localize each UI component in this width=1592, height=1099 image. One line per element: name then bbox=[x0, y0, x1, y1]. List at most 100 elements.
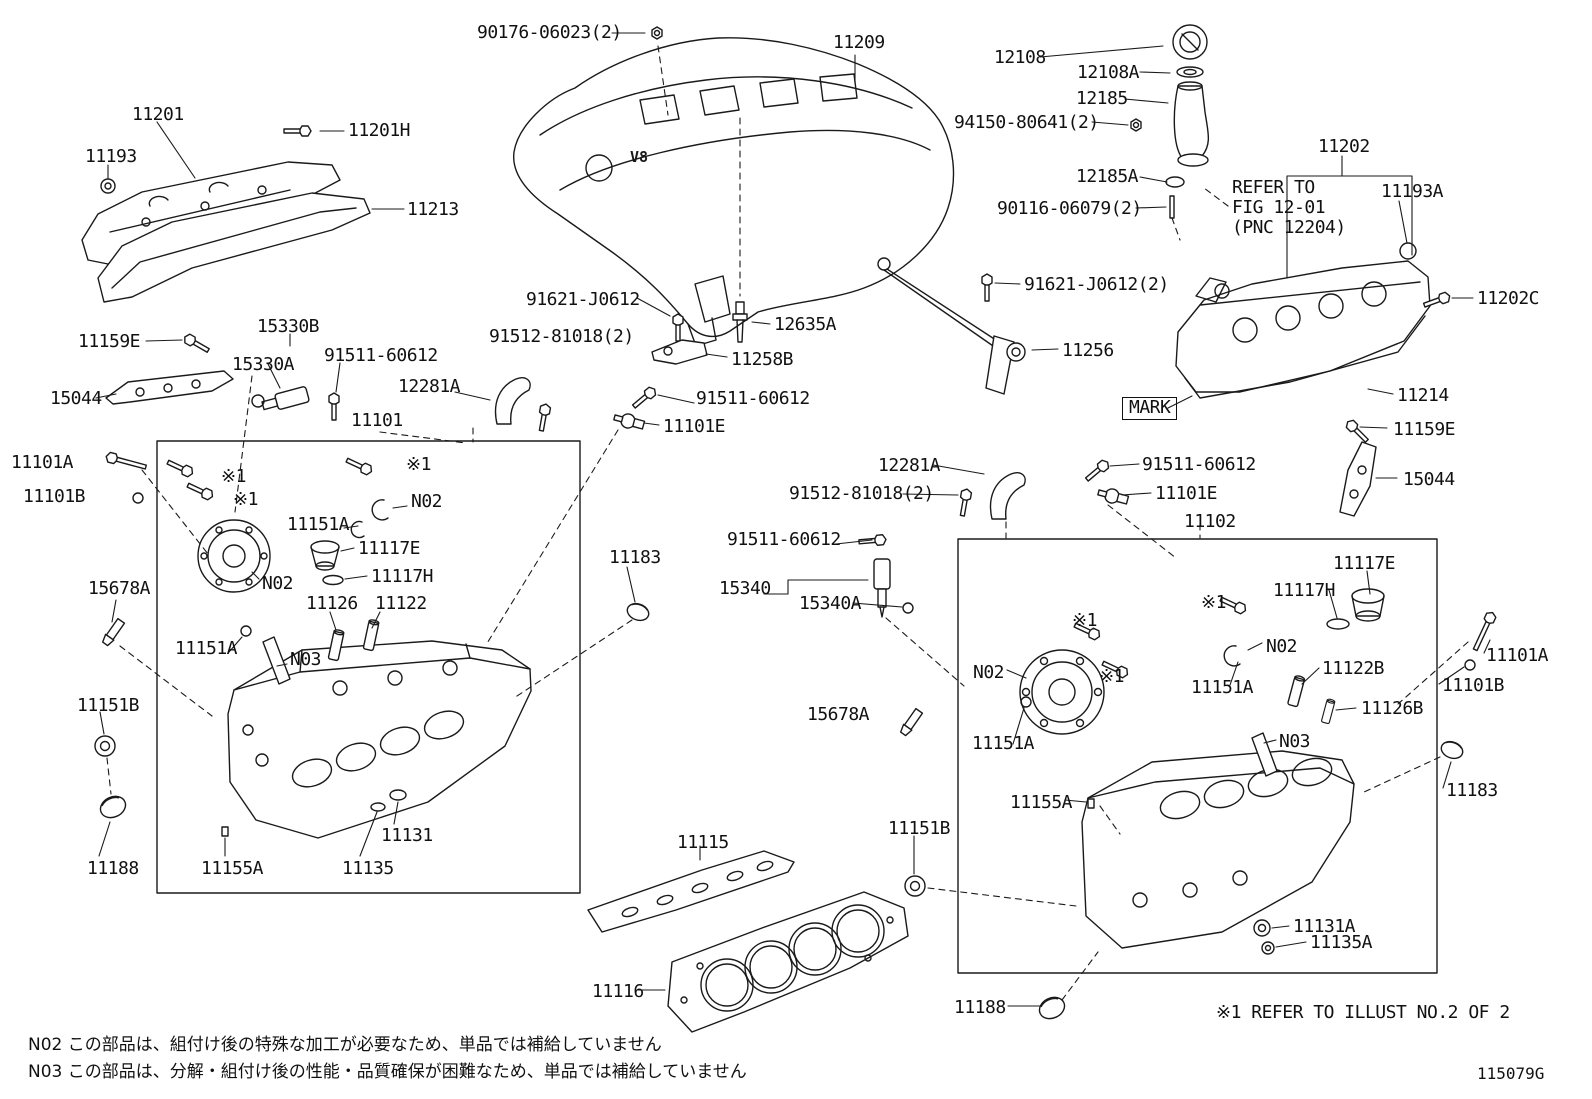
part-label-11193: 11193 bbox=[85, 146, 137, 167]
sensor-15678a-left-drawing bbox=[101, 617, 126, 647]
part-label-11135a: 11135A bbox=[1310, 932, 1373, 953]
part-label-11117h: 11117H bbox=[371, 566, 434, 587]
part-label-refer-to-fig-12-01-pnc-12204: REFER TO FIG 12-01 (PNC 12204) bbox=[1232, 177, 1346, 239]
bolt-91511-left bbox=[629, 384, 659, 412]
bolt-star1-left-a bbox=[165, 456, 196, 479]
part-label-11117e: 11117E bbox=[358, 538, 421, 559]
bolt-91511-right bbox=[1082, 457, 1112, 485]
part-label-11188: 11188 bbox=[954, 997, 1006, 1018]
cam-timing-valve-15330-drawing bbox=[251, 386, 310, 411]
part-label-11213: 11213 bbox=[407, 199, 459, 220]
part-label-15678a: 15678A bbox=[807, 704, 870, 725]
sensor-15678a-right-drawing bbox=[899, 707, 924, 737]
bolt-91512-right bbox=[956, 487, 973, 518]
part-label-91511-60612: 91511-60612 bbox=[727, 529, 841, 550]
bolt-11201h bbox=[283, 125, 312, 137]
part-label-94150-80641-2: 94150-80641(2) bbox=[954, 112, 1099, 133]
valve-cover-right-drawing bbox=[1175, 242, 1431, 399]
part-label-mark: MARK bbox=[1122, 397, 1178, 421]
part-label-11101: 11101 bbox=[351, 410, 403, 431]
part-label-91512-81018-2: 91512-81018(2) bbox=[789, 483, 934, 504]
bolt-11159e-right bbox=[1343, 417, 1372, 446]
seat-11131a-drawing bbox=[1253, 919, 1271, 937]
nut-90176 bbox=[651, 26, 663, 40]
plug-11188-left-drawing bbox=[99, 795, 127, 819]
part-label-11188: 11188 bbox=[87, 858, 139, 879]
part-label-11117e: 11117E bbox=[1333, 553, 1396, 574]
cam-housing-n02-left-drawing bbox=[197, 519, 271, 593]
engine-cover-drawing: V8 bbox=[513, 37, 955, 347]
part-label-11183: 11183 bbox=[609, 547, 661, 568]
part-label-15330a: 15330A bbox=[232, 354, 295, 375]
part-label-91621-j0612: 91621-J0612 bbox=[526, 289, 640, 310]
part-label-11258b: 11258B bbox=[731, 349, 794, 370]
valve-guide-11122b bbox=[1286, 674, 1306, 708]
part-label-1: ※1 bbox=[1099, 666, 1124, 687]
part-label-11155a: 11155A bbox=[201, 858, 264, 879]
clamp-n02-right bbox=[1223, 645, 1241, 667]
part-label-12281a: 12281A bbox=[398, 376, 461, 397]
part-label-11256: 11256 bbox=[1062, 340, 1114, 361]
illust-footnote: ※1 REFER TO ILLUST NO.2 OF 2 bbox=[1216, 1002, 1510, 1023]
cylinder-head-left-drawing bbox=[227, 640, 532, 839]
valve-cover-gasket-left-drawing bbox=[97, 192, 371, 303]
part-label-11151a: 11151A bbox=[1191, 677, 1254, 698]
clamp-n02-left bbox=[371, 499, 389, 521]
part-label-15044: 15044 bbox=[50, 388, 102, 409]
part-label-15044: 15044 bbox=[1403, 469, 1455, 490]
bolt-11159e-left bbox=[181, 331, 212, 356]
part-label-11159e: 11159E bbox=[78, 331, 141, 352]
pin-11155a-left bbox=[221, 826, 229, 837]
part-label-15340: 15340 bbox=[719, 578, 771, 599]
part-label-11126: 11126 bbox=[306, 593, 358, 614]
part-label-n02: N02 bbox=[262, 573, 294, 594]
bolt-11101a-left bbox=[104, 450, 148, 473]
part-label-91511-60612: 91511-60612 bbox=[324, 345, 438, 366]
part-label-11101a: 11101A bbox=[1486, 645, 1549, 666]
part-label-1: ※1 bbox=[1201, 592, 1226, 613]
part-label-11159e: 11159E bbox=[1393, 419, 1456, 440]
part-label-90116-06079-2: 90116-06079(2) bbox=[997, 198, 1142, 219]
cam-plate-n02-right-drawing bbox=[1019, 649, 1105, 735]
sensor-11101e-right bbox=[1095, 484, 1130, 508]
seal-11151b-right bbox=[904, 875, 926, 897]
funnel-11117e-right-drawing bbox=[1326, 588, 1385, 630]
guide-11256-drawing bbox=[877, 257, 1026, 395]
washer-11101b-left bbox=[132, 492, 144, 504]
plug-11188-right-drawing bbox=[1038, 996, 1066, 1020]
seal-11151b-left bbox=[94, 735, 116, 757]
note-n03: N03 この部品は、分解・組付け後の性能・品質確保が困難なため、単品では補給して… bbox=[28, 1062, 747, 1082]
part-label-11151b: 11151B bbox=[888, 818, 951, 839]
part-label-11101b: 11101B bbox=[1442, 675, 1505, 696]
part-label-91511-60612: 91511-60612 bbox=[1142, 454, 1256, 475]
hook-12281a-left-drawing bbox=[494, 377, 531, 425]
part-label-11151a: 11151A bbox=[972, 733, 1035, 754]
part-label-12635a: 12635A bbox=[774, 314, 837, 335]
part-label-11209: 11209 bbox=[833, 32, 885, 53]
part-label-11202c: 11202C bbox=[1477, 288, 1540, 309]
part-label-15678a: 15678A bbox=[88, 578, 151, 599]
part-label-11193a: 11193A bbox=[1381, 181, 1444, 202]
part-label-15340a: 15340A bbox=[799, 593, 862, 614]
part-label-n03: N03 bbox=[290, 649, 322, 670]
grommet-11193-drawing bbox=[100, 178, 116, 194]
washer-11101b-right bbox=[1464, 659, 1476, 671]
cam-timing-valve-15340-drawing bbox=[873, 558, 914, 618]
part-label-1: ※1 bbox=[221, 466, 246, 487]
cylinder-head-right-drawing bbox=[1081, 750, 1355, 949]
bolt-star1-left-b bbox=[185, 479, 216, 502]
note-n02: N02 この部品は、組付け後の特殊な加工が必要なため、単品では補給していません bbox=[28, 1035, 662, 1055]
sensor-11101e-left bbox=[611, 409, 646, 433]
part-label-n02: N02 bbox=[411, 491, 443, 512]
part-label-11101e: 11101E bbox=[663, 416, 726, 437]
part-label-11202: 11202 bbox=[1318, 136, 1370, 157]
pin-11155a-right bbox=[1087, 798, 1095, 809]
part-label-11155a: 11155A bbox=[1010, 792, 1073, 813]
part-label-12108: 12108 bbox=[994, 47, 1046, 68]
part-label-1: ※1 bbox=[233, 489, 258, 510]
sensor-12635a-drawing bbox=[732, 301, 748, 343]
part-label-11101b: 11101B bbox=[23, 486, 86, 507]
part-label-11183: 11183 bbox=[1446, 780, 1498, 801]
